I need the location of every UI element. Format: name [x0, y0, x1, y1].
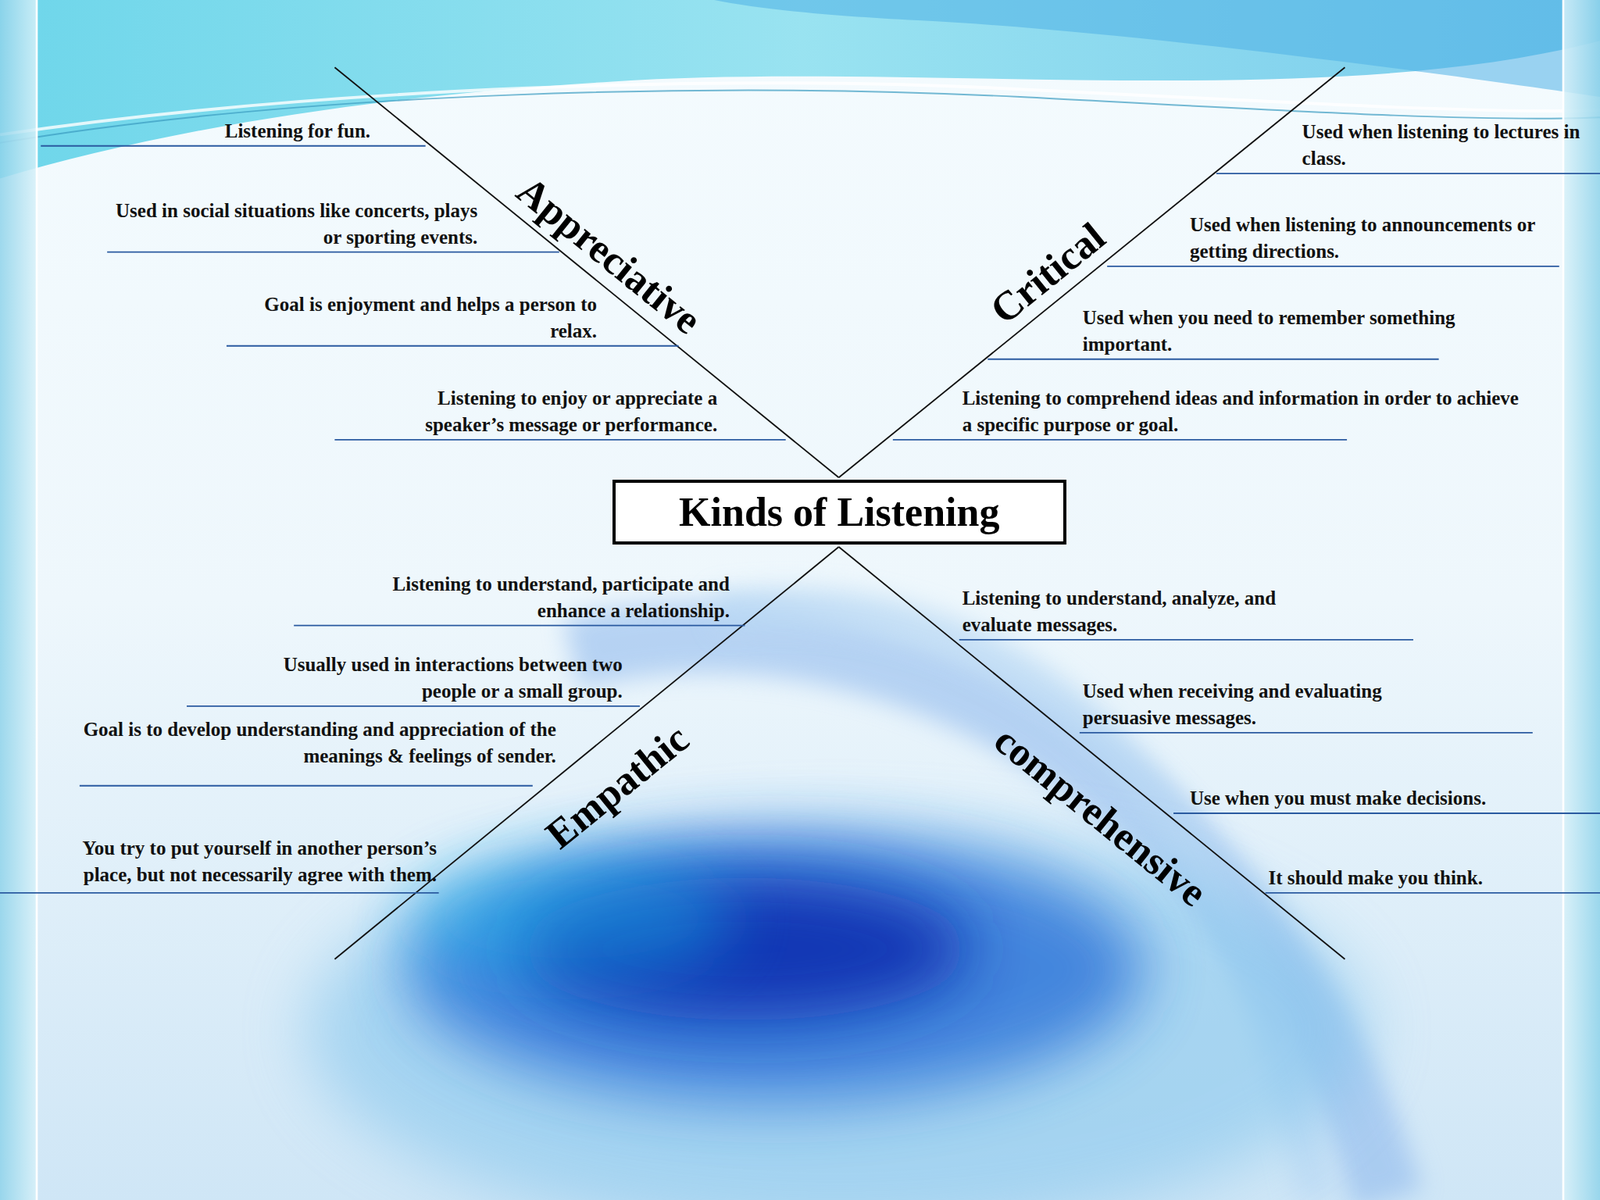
underlines	[0, 146, 1600, 893]
branch-item: Used when receiving and evaluating persu…	[1082, 678, 1439, 732]
branch-item: Used when listening to lectures in class…	[1302, 118, 1599, 172]
branch-item: Listening to understand, analyze, and ev…	[962, 585, 1329, 639]
branch-lines	[334, 67, 1345, 960]
branch-item: Used in social situations like concerts,…	[114, 197, 478, 251]
branch-item: Listening to enjoy or appreciate a speak…	[376, 385, 718, 439]
branch-item: Usually used in interactions between two…	[228, 651, 623, 705]
branch-item: Goal is enjoyment and helps a person to …	[213, 291, 597, 345]
title-box: Kinds of Listening	[612, 479, 1067, 546]
branch-item: Used when you need to remember something…	[1082, 304, 1512, 358]
branch-item: Listening to comprehend ideas and inform…	[962, 385, 1526, 439]
branch-item: Used when listening to announcements or …	[1189, 211, 1588, 265]
branch-item: Listening for fun.	[125, 117, 371, 145]
title-text: Kinds of Listening	[678, 489, 1000, 536]
branch-item: Use when you must make decisions.	[1189, 785, 1537, 812]
branch-item: Listening to understand, participate and…	[339, 571, 730, 625]
branch-item: It should make you think.	[1268, 864, 1535, 892]
branch-item: Goal is to develop understanding and app…	[13, 716, 557, 770]
branch-item: You try to put yourself in another perso…	[46, 835, 437, 889]
